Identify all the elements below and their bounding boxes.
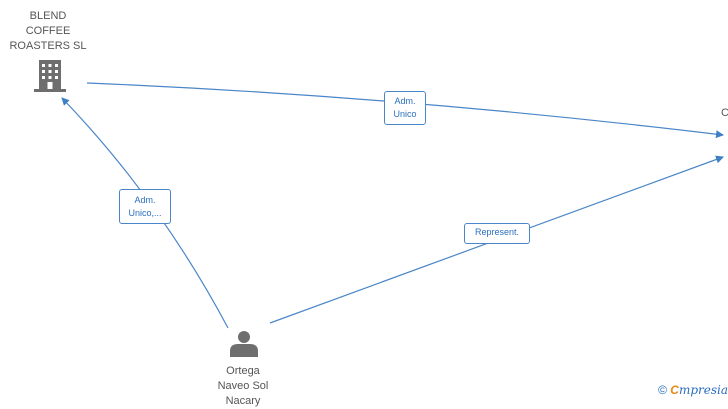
person-icon[interactable] — [230, 331, 258, 357]
edge-label-adm-unico-2-line-1: Adm. — [134, 195, 156, 205]
brand-name: mpresia — [678, 383, 728, 397]
edge-label-adm-unico-2-line-2: Unico,... — [128, 208, 162, 218]
company-label-line-3: ROASTERS SL — [9, 40, 87, 52]
edge-label-adm-unico-line-1: Adm. — [394, 96, 416, 106]
person-label-line-1: Ortega — [226, 365, 260, 377]
copyright-symbol: © — [658, 383, 667, 397]
company-label[interactable]: BLEND COFFEE ROASTERS SL — [2, 9, 94, 54]
company-label-line-1: BLEND — [29, 10, 67, 22]
person-label-line-2: Naveo Sol — [217, 380, 269, 392]
person-label-line-3: Nacary — [225, 395, 261, 407]
relationship-diagram — [34, 60, 724, 357]
edge-label-represent[interactable]: Represent. — [464, 223, 530, 244]
edge-label-adm-unico[interactable]: Adm. Unico — [384, 91, 426, 125]
edge-label-adm-unico-2[interactable]: Adm. Unico,... — [119, 189, 171, 224]
person-label[interactable]: Ortega Naveo Sol Nacary — [197, 364, 289, 409]
edge-label-adm-unico-line-2: Unico — [393, 109, 417, 119]
brand-logo-e: C — [670, 383, 679, 397]
empresia-watermark: © Cmpresia — [658, 383, 728, 397]
edge-label-represent-line-1: Represent. — [474, 227, 520, 237]
building-icon[interactable] — [34, 60, 66, 92]
offscreen-node-label[interactable]: C — [721, 107, 728, 119]
company-label-line-2: COFFEE — [25, 25, 71, 37]
